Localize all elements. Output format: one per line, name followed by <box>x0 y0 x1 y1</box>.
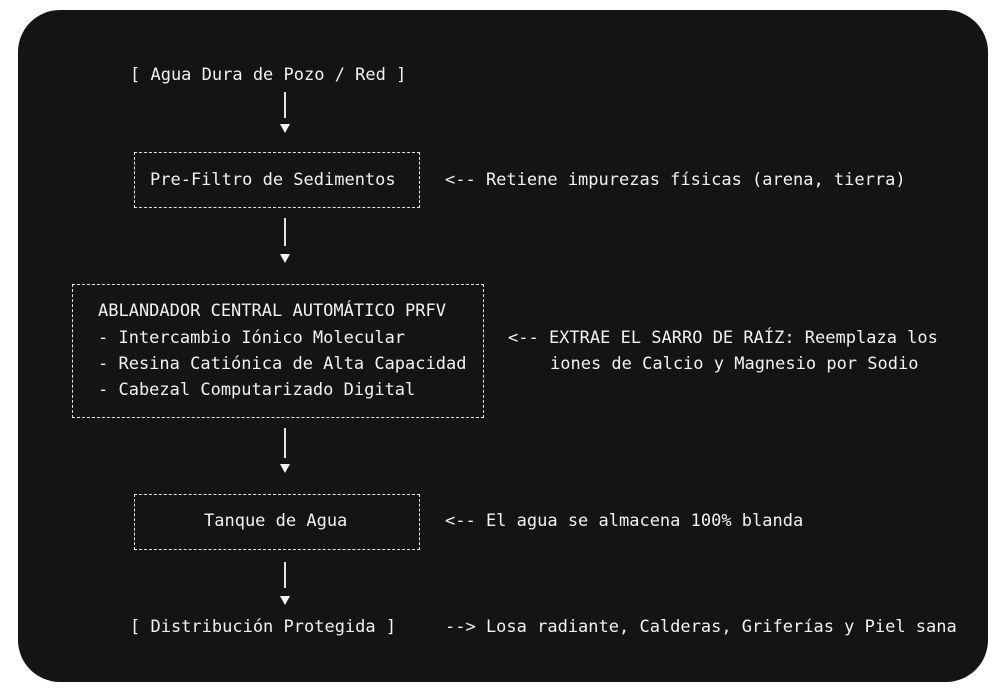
softener-note-line1: <-- EXTRAE EL SARRO DE RAÍZ: Reemplaza l… <box>508 328 938 348</box>
softener-box <box>72 284 484 418</box>
prefilter-note: <-- Retiene impurezas físicas (arena, ti… <box>445 170 906 190</box>
source-label: [ Agua Dura de Pozo / Red ] <box>130 65 407 85</box>
softener-note-line2: iones de Calcio y Magnesio por Sodio <box>550 354 919 374</box>
connector-line <box>284 428 286 458</box>
arrow-down-icon <box>280 464 290 473</box>
tank-note: <-- El agua se almacena 100% blanda <box>445 511 804 531</box>
softener-title: ABLANDADOR CENTRAL AUTOMÁTICO PRFV <box>98 301 446 321</box>
tank-title: Tanque de Agua <box>204 511 348 531</box>
arrow-down-icon <box>280 596 290 605</box>
connector-line <box>284 218 286 246</box>
prefilter-title: Pre-Filtro de Sedimentos <box>150 170 396 190</box>
distribution-note: --> Losa radiante, Calderas, Griferías y… <box>445 617 957 637</box>
softener-item: - Cabezal Computarizado Digital <box>98 380 416 400</box>
tank-box <box>134 494 420 550</box>
softener-item: - Intercambio Iónico Molecular <box>98 328 406 348</box>
arrow-down-icon <box>280 124 290 133</box>
diagram-panel: [ Agua Dura de Pozo / Red ] Pre-Filtro d… <box>18 10 988 682</box>
arrow-down-icon <box>280 254 290 263</box>
prefilter-box <box>134 152 420 208</box>
softener-item: - Resina Catiónica de Alta Capacidad <box>98 354 467 374</box>
connector-line <box>284 562 286 588</box>
distribution-label: [ Distribución Protegida ] <box>130 617 397 637</box>
connector-line <box>284 92 286 118</box>
